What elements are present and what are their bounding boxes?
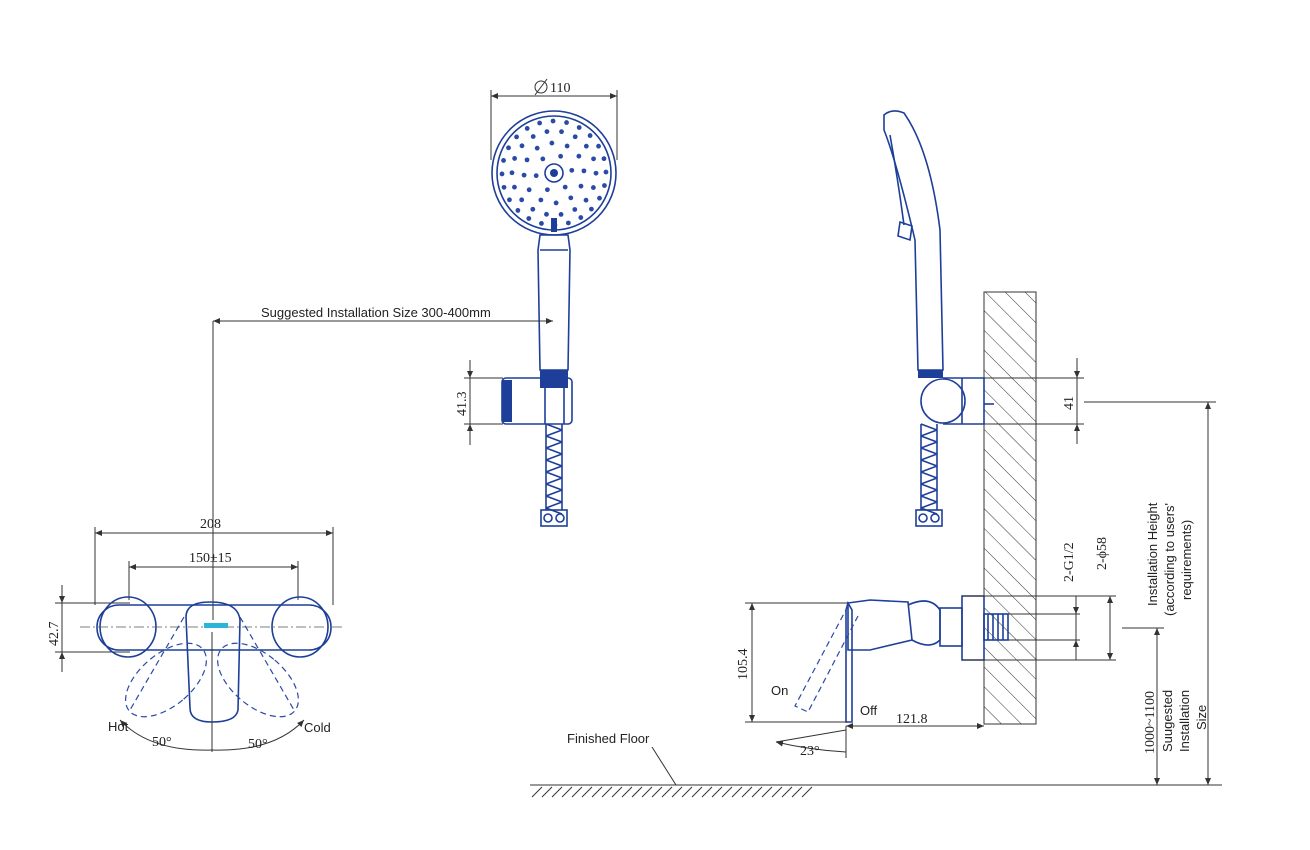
spray-nozzle bbox=[576, 153, 582, 159]
shower-hose-side bbox=[920, 423, 938, 515]
suggested-install-label: Suggested Installation Size 300-400mm bbox=[261, 305, 491, 320]
spray-nozzle bbox=[526, 187, 532, 193]
spray-nozzle bbox=[549, 140, 555, 146]
spray-nozzle bbox=[572, 207, 578, 212]
mixer-front-view: 208 150±15 42.7 Hot Cold 50° 50° bbox=[47, 517, 345, 752]
spray-nozzle bbox=[559, 129, 564, 135]
on-label: On bbox=[771, 683, 788, 698]
spray-nozzle bbox=[507, 197, 512, 203]
spray-nozzle bbox=[553, 200, 559, 206]
spray-nozzle bbox=[512, 156, 518, 161]
mixer-height-label: 42.7 bbox=[47, 622, 62, 647]
spray-nozzle bbox=[540, 156, 546, 162]
holder-height-side-label: 41 bbox=[1062, 396, 1077, 410]
spray-nozzle bbox=[538, 197, 544, 203]
spray-nozzle bbox=[533, 173, 539, 179]
spray-nozzle bbox=[593, 170, 599, 176]
side-view: 41 105.4 On Off 121.8 23° bbox=[736, 110, 1216, 785]
lever-angle-label: 23° bbox=[800, 744, 820, 759]
spray-nozzle bbox=[565, 220, 571, 226]
spray-nozzle bbox=[564, 143, 570, 149]
spray-nozzle bbox=[521, 172, 527, 178]
angle-left-label: 50° bbox=[152, 735, 172, 750]
spray-nozzle bbox=[564, 120, 569, 125]
spray-nozzles bbox=[499, 118, 609, 228]
spray-nozzle bbox=[544, 129, 550, 134]
mixer-width-label: 208 bbox=[200, 517, 221, 532]
spray-nozzle bbox=[590, 185, 596, 190]
mixer-depth-height-label: 105.4 bbox=[736, 649, 751, 681]
spray-nozzle bbox=[537, 120, 543, 126]
spray-nozzle bbox=[506, 145, 511, 151]
spray-nozzle bbox=[534, 145, 540, 151]
spray-nozzle bbox=[562, 184, 568, 190]
spray-nozzle bbox=[603, 169, 609, 175]
spray-nozzle bbox=[526, 216, 532, 221]
floor-hatch bbox=[531, 786, 813, 798]
spray-nozzle bbox=[581, 168, 587, 174]
height-range-label: 1000~1100 bbox=[1143, 691, 1158, 754]
spray-nozzle bbox=[591, 156, 596, 162]
projection-label: 121.8 bbox=[896, 712, 928, 727]
suggested-size-line2: Installation bbox=[1177, 690, 1192, 752]
mixer-spacing-label: 150±15 bbox=[189, 551, 232, 566]
spray-nozzle bbox=[569, 167, 575, 173]
install-height-line3: requirements) bbox=[1179, 520, 1194, 600]
finished-floor: Finished Floor bbox=[530, 731, 1222, 798]
cold-label: Cold bbox=[304, 720, 331, 735]
spray-nozzle bbox=[509, 170, 515, 176]
hand-shower-front-view: 110 41.3 bbox=[455, 78, 618, 527]
spray-nozzle bbox=[519, 143, 525, 149]
finished-floor-label: Finished Floor bbox=[567, 731, 650, 746]
spray-nozzle bbox=[550, 118, 556, 124]
spray-nozzle bbox=[530, 134, 536, 139]
spray-nozzle bbox=[512, 184, 517, 190]
suggested-installation-dimension: Suggested Installation Size 300-400mm bbox=[212, 305, 553, 620]
spray-nozzle bbox=[602, 183, 607, 188]
spray-nozzle bbox=[501, 158, 506, 163]
spray-nozzle bbox=[589, 206, 594, 212]
spray-nozzle bbox=[558, 212, 564, 217]
holder-height-front-label: 41.3 bbox=[455, 392, 470, 417]
spray-nozzle bbox=[568, 195, 574, 201]
suggested-size-line1: Suugested bbox=[1160, 690, 1175, 752]
suggested-size-line3: Size bbox=[1194, 705, 1209, 730]
spray-nozzle bbox=[530, 206, 536, 212]
angle-right-label: 50° bbox=[248, 737, 268, 752]
spray-nozzle bbox=[576, 125, 582, 130]
spray-nozzle bbox=[578, 215, 584, 220]
spray-nozzle bbox=[596, 143, 601, 149]
spray-nozzle bbox=[514, 134, 519, 140]
showerhead-diameter-label: 110 bbox=[550, 81, 570, 96]
install-height-line1: Installation Height bbox=[1145, 502, 1160, 606]
spray-nozzle bbox=[572, 134, 578, 140]
spray-nozzle bbox=[597, 195, 602, 201]
thread-label: 2-G1/2 bbox=[1062, 542, 1077, 582]
hot-label: Hot bbox=[108, 719, 129, 734]
spray-nozzle bbox=[524, 157, 530, 163]
shower-hose bbox=[545, 423, 563, 515]
spray-nozzle bbox=[578, 183, 584, 189]
spray-nozzle bbox=[587, 133, 593, 138]
install-height-line2: (according to users' bbox=[1162, 503, 1177, 616]
spray-nozzle bbox=[539, 221, 544, 226]
spray-nozzle bbox=[501, 184, 507, 190]
off-label: Off bbox=[860, 703, 877, 718]
flange-dia-label: 2-ϕ58 bbox=[1095, 537, 1110, 570]
spray-nozzle bbox=[515, 208, 521, 213]
spray-nozzle bbox=[544, 187, 550, 193]
thread-lines bbox=[987, 614, 1004, 640]
spray-nozzle bbox=[601, 156, 607, 162]
diameter-symbol-icon bbox=[534, 78, 548, 96]
spray-nozzle bbox=[583, 197, 589, 203]
spray-nozzle bbox=[499, 171, 505, 177]
spray-nozzle bbox=[583, 143, 589, 149]
spray-nozzle bbox=[524, 126, 530, 131]
spray-nozzle bbox=[519, 197, 525, 203]
spray-nozzle bbox=[558, 153, 564, 159]
spray-nozzle bbox=[544, 211, 549, 217]
